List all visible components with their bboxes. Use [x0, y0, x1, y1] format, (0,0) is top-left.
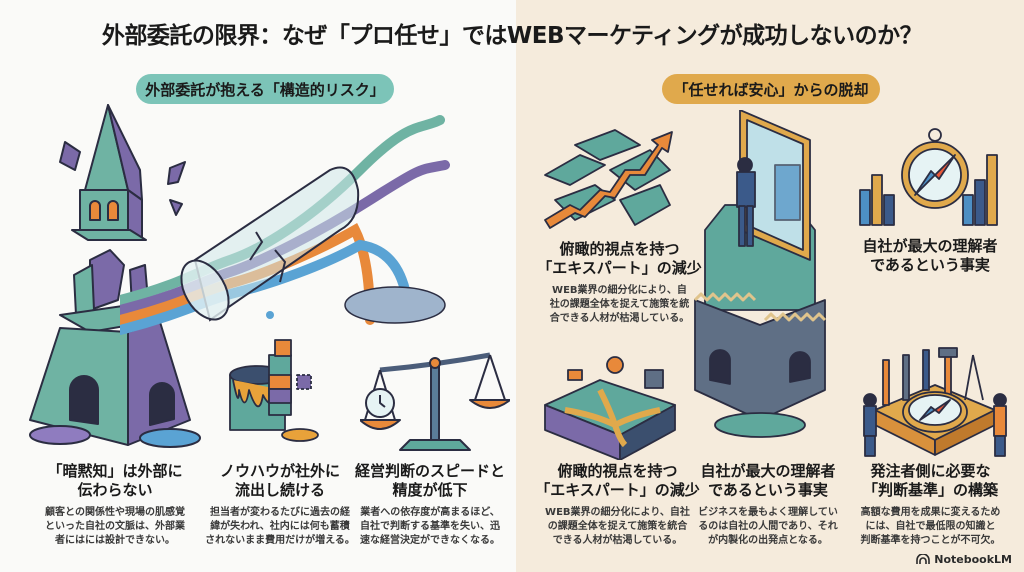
card-heading: 「暗黙知」は外部に 伝わらない: [47, 462, 183, 499]
notebooklm-brand: NotebookLM: [916, 553, 1012, 566]
card-self-understanding-lower: 自社が最大の理解者 であるという事実 ビジネスを最もよく理解してい るのは自社の…: [688, 462, 848, 548]
card-self-understanding-upper: 自社が最大の理解者 であるという事実: [845, 237, 1015, 275]
section-pill-breaking-away: 「任せれば安心」からの脱却: [662, 74, 880, 104]
crumbling-tower-icon: [29, 104, 201, 448]
card-expert-decline-lower: 俯瞰的視点を持つ 「エキスパート」の減少 WEB業界の細分化により、自社 の課題…: [525, 462, 710, 548]
card-body: 顧客との関係性や現場の肌感覚 といった自社の文脈は、外部業 者にはには設計できな…: [45, 507, 185, 546]
card-heading: 発注者側に必要な 「判断基準」の構築: [862, 462, 998, 499]
notebooklm-logo-icon: [916, 554, 931, 564]
card-heading: 経営判断のスピードと 精度が低下: [354, 462, 505, 499]
card-body: WEB業界の細分化により、自社 の課題全体を捉えて施策を統合 できる人材が枯渇し…: [545, 507, 690, 546]
fragmented-tiles-arrow-icon: [544, 129, 673, 229]
card-knowhow-outflow: ノウハウが社外に 流出し続ける 担当者が変わるたびに過去の経 緯が失われ、社内に…: [200, 462, 360, 548]
card-decision-speed: 経営判断のスピードと 精度が低下 業者への依存度が高まるほど、 自社で判断する基…: [345, 462, 515, 548]
section-pill-structural-risk: 外部委託が抱える「構造的リスク」: [136, 74, 394, 104]
leaking-bucket-blocks-icon: [229, 339, 319, 442]
compass-bar-charts-icon: [859, 128, 998, 226]
card-heading: 俯瞰的視点を持つ 「エキスパート」の減少: [535, 462, 700, 499]
card-expert-decline-upper: 俯瞰的視点を持つ 「エキスパート」の減少 WEB業界の細分化により、自 社の課題…: [532, 240, 707, 326]
card-heading: ノウハウが社外に 流出し続ける: [219, 462, 340, 499]
castle-mirror-person-icon: [693, 110, 827, 438]
leaking-pipe-icon: [120, 115, 450, 335]
card-heading: 自社が最大の理解者 であるという事実: [862, 237, 998, 274]
balance-scale-clock-icon: [360, 352, 510, 451]
card-body: 業者への依存度が高まるほど、 自社で判断する基準を失い、迅 速な経営決定ができな…: [360, 507, 500, 546]
card-body: 担当者が変わるたびに過去の経 緯が失われ、社内には何も蓄積 されないまま費用だけ…: [205, 507, 355, 546]
card-body: WEB業界の細分化により、自 社の課題全体を捉えて施策を統 合できる人材が枯渇し…: [549, 285, 690, 324]
page-title: 外部委託の限界：なぜ「プロ任せ」ではWEBマーケティングが成功しないのか？: [101, 23, 923, 49]
card-heading: 俯瞰的視点を持つ 「エキスパート」の減少: [537, 240, 702, 277]
card-heading: 自社が最大の理解者 であるという事実: [700, 462, 836, 499]
card-body: ビジネスを最もよく理解してい るのは自社の人間であり、それ が内製化の出発点とな…: [698, 507, 838, 546]
card-tacit-knowledge: 「暗黙知」は外部に 伝わらない 顧客との関係性や現場の肌感覚 といった自社の文脈…: [25, 462, 205, 548]
team-compass-tools-icon: [863, 347, 1007, 457]
brand-label: NotebookLM: [934, 553, 1012, 566]
terrain-map-icon: [544, 356, 676, 460]
card-body: 高額な費用を成果に変えるため には、自社で最低限の知識と 判断基準を持つことが不…: [860, 507, 1001, 546]
card-judgment-criteria: 発注者側に必要な 「判断基準」の構築 高額な費用を成果に変えるため には、自社で…: [843, 462, 1018, 548]
